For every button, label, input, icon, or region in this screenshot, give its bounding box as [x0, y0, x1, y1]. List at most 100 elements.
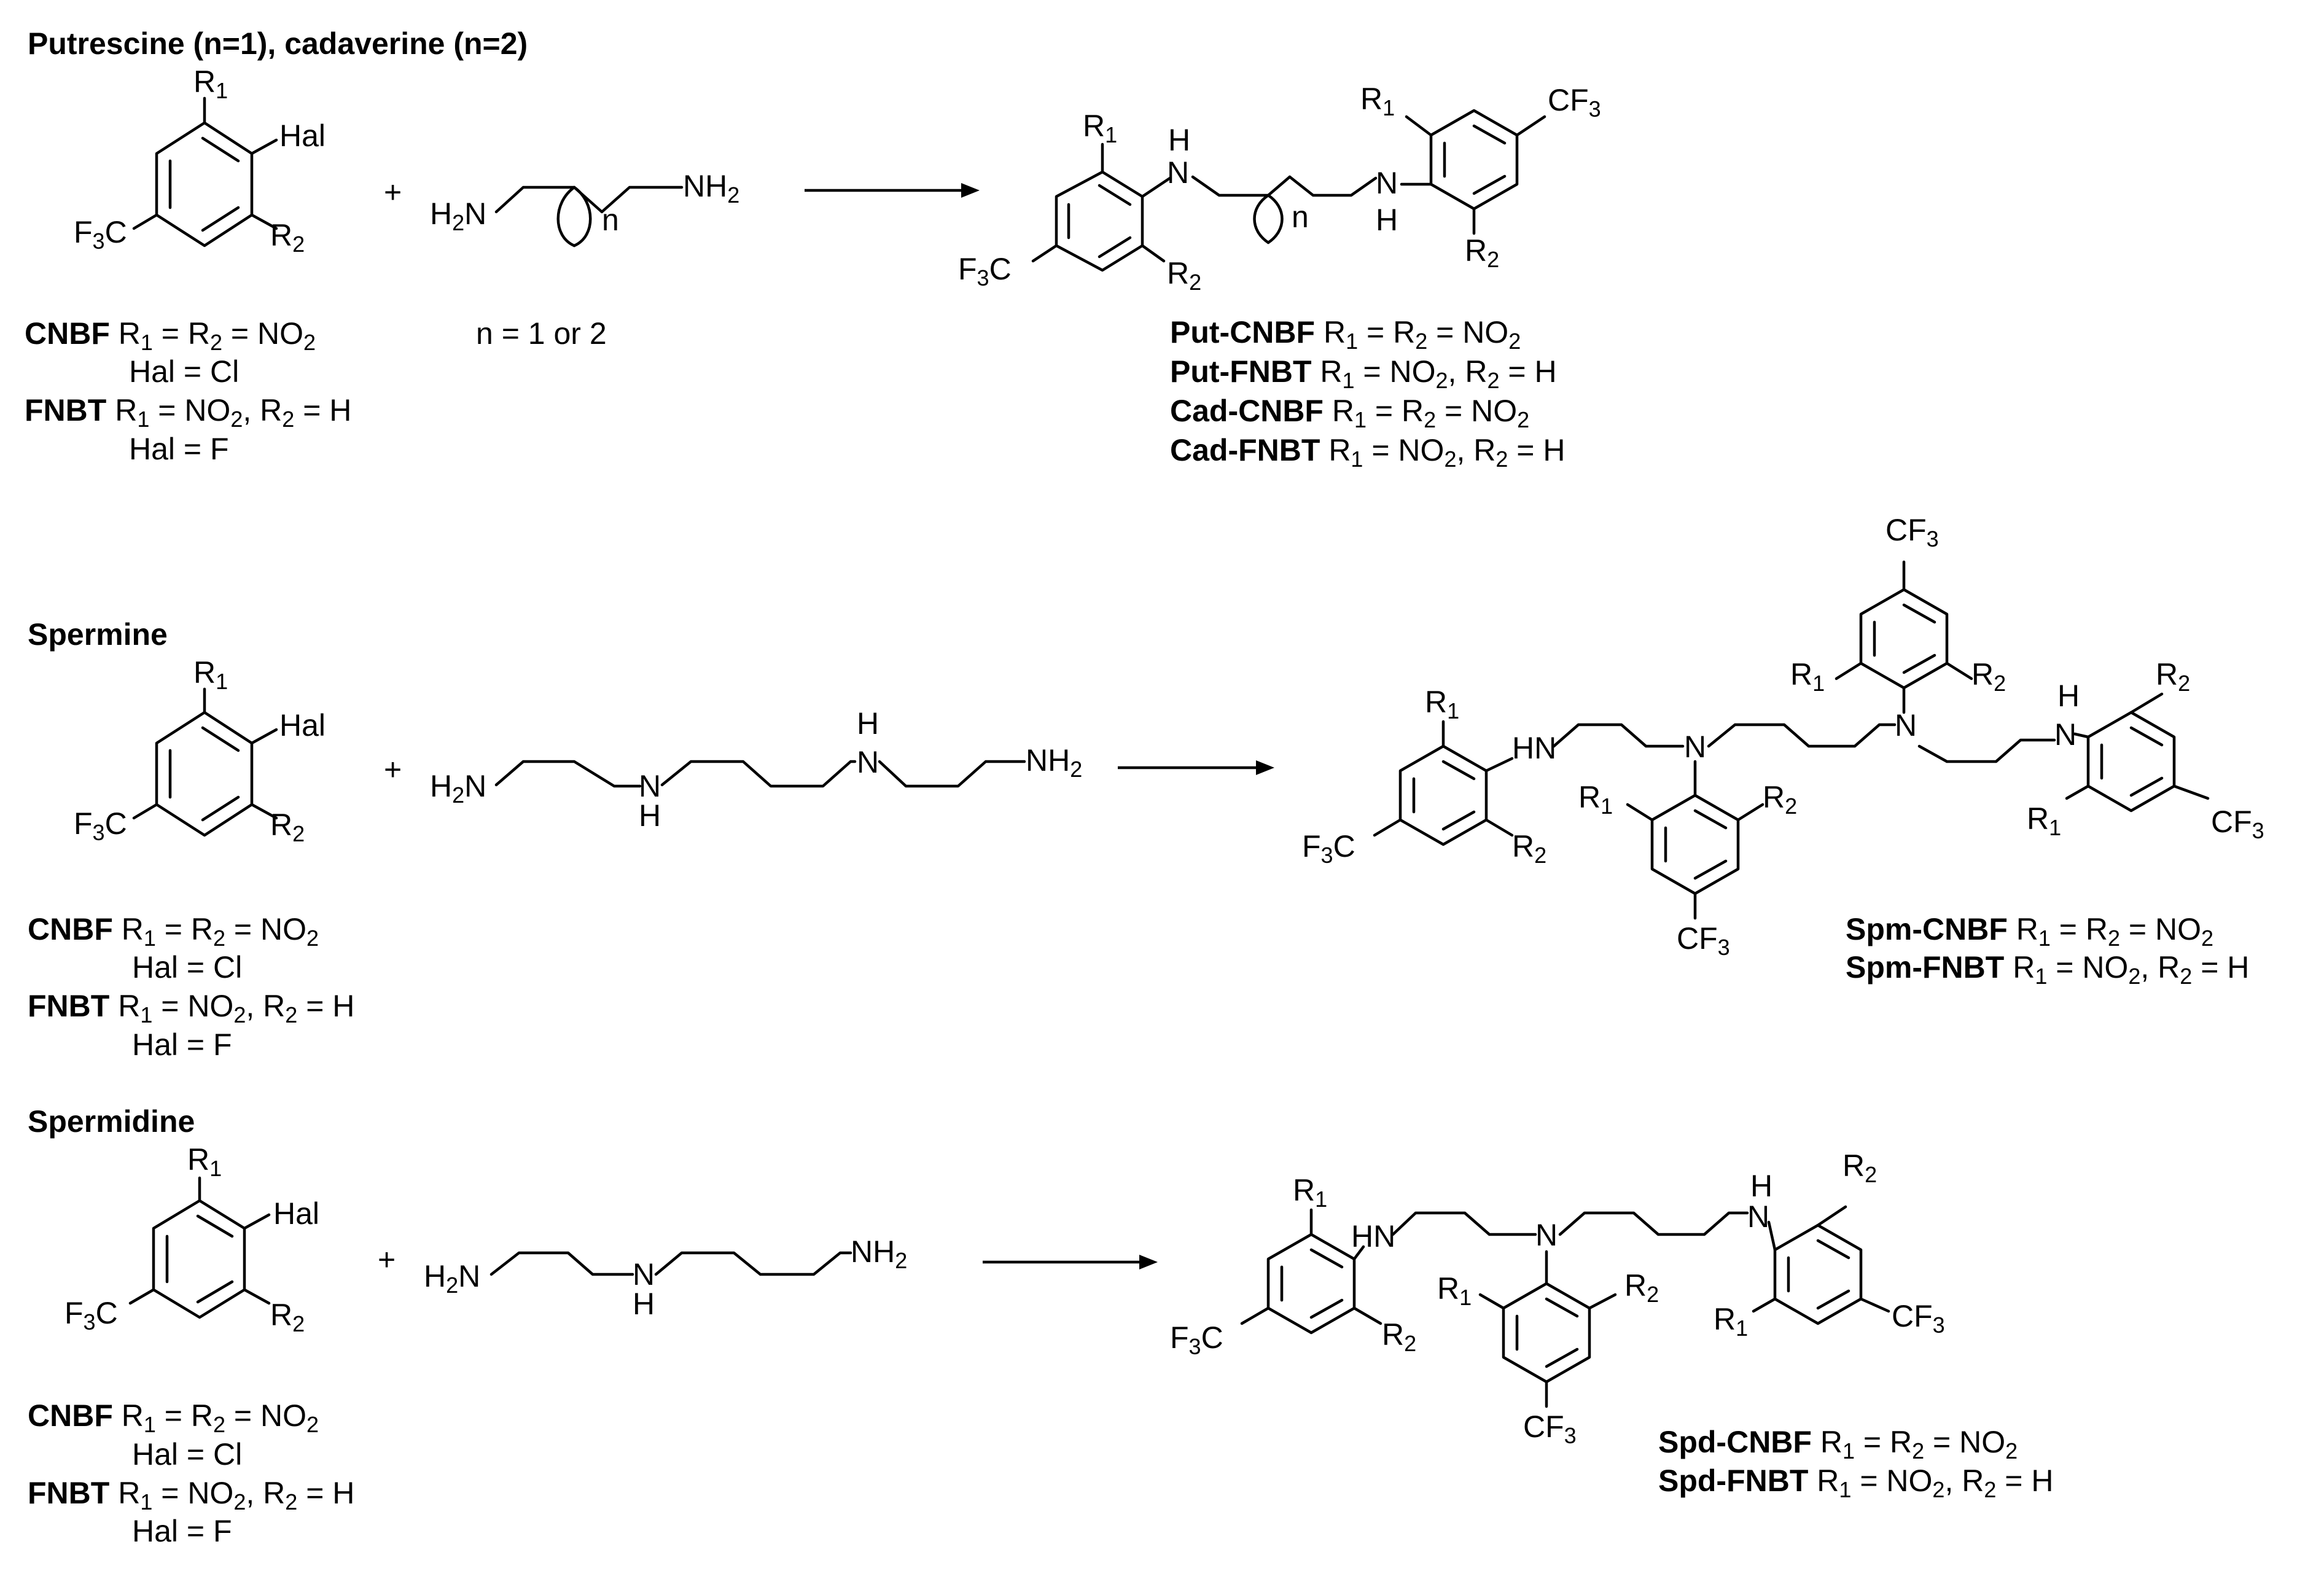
- svg-text:CF3: CF3: [1677, 921, 1730, 960]
- plus-sign-3: +: [378, 1242, 396, 1277]
- svg-text:FNBT R1 = NO2, R2 = H: FNBT R1 = NO2, R2 = H: [28, 1476, 354, 1514]
- p1-nh-n: N: [1167, 155, 1189, 190]
- svg-text:FNBT R1 = NO2, R2 = H: FNBT R1 = NO2, R2 = H: [28, 989, 354, 1027]
- svg-text:R1: R1: [193, 655, 228, 694]
- svg-text:Hal = Cl: Hal = Cl: [129, 354, 239, 389]
- svg-text:R1: R1: [1425, 685, 1459, 723]
- arrowhead-2: [1256, 760, 1274, 775]
- svg-text:R1: R1: [1293, 1173, 1327, 1212]
- svg-text:Cad-CNBF R1 = R2 = NO2: Cad-CNBF R1 = R2 = NO2: [1170, 394, 1529, 432]
- reagent-legend-3: CNBF R1 = R2 = NO2 Hal = Cl FNBT R1 = NO…: [28, 1398, 354, 1548]
- svg-text:Hal: Hal: [279, 708, 326, 743]
- svg-text:R2: R2: [1382, 1317, 1416, 1356]
- section-title-spermine: Spermine: [28, 617, 168, 652]
- svg-text:F3C: F3C: [64, 1296, 118, 1335]
- svg-text:R2: R2: [2156, 657, 2190, 696]
- svg-text:R2: R2: [1512, 829, 1546, 868]
- p1-nh-h: H: [1168, 123, 1190, 157]
- svg-text:F3C: F3C: [74, 806, 127, 845]
- reagent-aryl-halide-1: R1 Hal R2 F3C: [74, 64, 326, 257]
- section-title-spermidine: Spermidine: [28, 1104, 195, 1139]
- svg-text:N: N: [1535, 1218, 1558, 1252]
- svg-text:N: N: [1895, 708, 1917, 743]
- svg-text:Spd-CNBF R1 = R2 = NO2: Spd-CNBF R1 = R2 = NO2: [1658, 1425, 2018, 1464]
- p1-nh2-n: N: [1376, 166, 1398, 200]
- svg-text:H2N: H2N: [424, 1259, 480, 1298]
- svg-text:CNBF R1 = R2 = NO2: CNBF R1 = R2 = NO2: [25, 316, 316, 355]
- product-legend-3: Spd-CNBF R1 = R2 = NO2 Spd-FNBT R1 = NO2…: [1658, 1425, 2053, 1502]
- svg-text:F3C: F3C: [1302, 829, 1355, 868]
- p1-cf3: F3C: [958, 252, 1012, 290]
- p1-r2: R2: [1167, 256, 1201, 295]
- p1-r1: R1: [1083, 109, 1117, 147]
- svg-text:HN: HN: [1512, 731, 1556, 765]
- svg-text:N: N: [2054, 717, 2076, 752]
- svg-text:Cad-FNBT R1 = NO2, R2 = H: Cad-FNBT R1 = NO2, R2 = H: [1170, 433, 1566, 472]
- svg-text:Spm-CNBF R1 = R2 = NO2: Spm-CNBF R1 = R2 = NO2: [1846, 912, 2213, 951]
- svg-text:R2: R2: [1971, 657, 2006, 696]
- svg-text:R2: R2: [1842, 1148, 1877, 1187]
- svg-text:R1: R1: [1578, 780, 1613, 819]
- cf3-label: F3C: [74, 215, 127, 254]
- svg-text:H: H: [2057, 679, 2080, 713]
- svg-text:N: N: [633, 1257, 655, 1292]
- hal-label: Hal: [279, 119, 326, 153]
- svg-text:Hal = Cl: Hal = Cl: [132, 950, 242, 984]
- product-legend-1: Put-CNBF R1 = R2 = NO2 Put-FNBT R1 = NO2…: [1170, 315, 1566, 472]
- svg-text:R2: R2: [1763, 780, 1797, 819]
- svg-text:CNBF R1 = R2 = NO2: CNBF R1 = R2 = NO2: [28, 1398, 319, 1437]
- svg-text:N: N: [1684, 730, 1706, 764]
- svg-text:R2: R2: [270, 1298, 305, 1336]
- arrowhead-1: [961, 183, 980, 198]
- svg-text:Hal = F: Hal = F: [129, 432, 229, 466]
- svg-text:HN: HN: [1351, 1219, 1395, 1253]
- p1-nh2-h: H: [1376, 203, 1398, 237]
- svg-text:N: N: [639, 769, 661, 803]
- svg-text:R1: R1: [1714, 1302, 1748, 1341]
- svg-text:R1: R1: [1437, 1271, 1472, 1310]
- svg-text:Hal: Hal: [273, 1196, 319, 1231]
- product-spermidine: R1 R2 F3C HN N R1 R2 CF3 H N R2 R1 CF3: [1170, 1148, 1945, 1448]
- svg-text:CF3: CF3: [1523, 1409, 1577, 1448]
- reagent-diamine-1: H2N n NH2 n = 1 or 2: [430, 169, 739, 351]
- p1-n-index: n: [1292, 200, 1309, 234]
- svg-text:N: N: [1747, 1199, 1769, 1234]
- reagent-legend-1: CNBF R1 = R2 = NO2 Hal = Cl FNBT R1 = NO…: [25, 316, 351, 466]
- svg-text:FNBT R1 = NO2, R2 = H: FNBT R1 = NO2, R2 = H: [25, 393, 351, 432]
- svg-text:Put-CNBF R1 = R2 = NO2: Put-CNBF R1 = R2 = NO2: [1170, 315, 1521, 354]
- plus-sign-2: +: [384, 752, 402, 787]
- svg-text:H: H: [857, 706, 879, 741]
- svg-text:N: N: [857, 745, 879, 779]
- amine-h2n-label: H2N: [430, 197, 486, 235]
- svg-text:Spd-FNBT R1 = NO2, R2 = H: Spd-FNBT R1 = NO2, R2 = H: [1658, 1464, 2053, 1502]
- svg-text:R1: R1: [1790, 657, 1825, 696]
- svg-text:R1: R1: [187, 1142, 222, 1181]
- p1-cf3b: CF3: [1548, 83, 1601, 122]
- svg-text:R2: R2: [270, 808, 305, 846]
- svg-text:CF3: CF3: [1892, 1299, 1945, 1338]
- arrowhead-3: [1139, 1255, 1158, 1269]
- product-spermine: R1 R2 F3C HN N R1 R2 CF3 N CF3 R1 R2: [1302, 513, 2264, 960]
- svg-text:CF3: CF3: [1885, 513, 1939, 552]
- svg-text:H: H: [639, 798, 661, 833]
- p1-r1b: R1: [1360, 82, 1395, 120]
- svg-text:Spm-FNBT R1 = NO2, R2 = H: Spm-FNBT R1 = NO2, R2 = H: [1846, 950, 2249, 989]
- svg-text:R1: R1: [2027, 801, 2061, 840]
- reagent-aryl-halide-2: R1 Hal R2 F3C: [74, 655, 326, 846]
- svg-text:H: H: [1750, 1169, 1772, 1203]
- n-note: n = 1 or 2: [476, 316, 607, 351]
- svg-text:CF3: CF3: [2211, 805, 2264, 843]
- reagent-legend-2: CNBF R1 = R2 = NO2 Hal = Cl FNBT R1 = NO…: [28, 912, 354, 1062]
- amine-nh2-label: NH2: [683, 169, 739, 208]
- n-index-label: n: [602, 203, 619, 237]
- plus-sign: +: [384, 175, 402, 209]
- svg-text:Hal = Cl: Hal = Cl: [132, 1437, 242, 1472]
- reagent-spermidine: H2N N H NH2: [424, 1234, 907, 1321]
- product-put-cad: R1 R2 F3C H N n N H R1 CF3 R2: [958, 82, 1601, 295]
- svg-text:Hal = F: Hal = F: [132, 1027, 232, 1062]
- product-legend-2: Spm-CNBF R1 = R2 = NO2 Spm-FNBT R1 = NO2…: [1846, 912, 2249, 989]
- svg-text:Hal = F: Hal = F: [132, 1514, 232, 1548]
- reagent-spermine: H2N N H H N NH2: [430, 706, 1082, 833]
- svg-text:F3C: F3C: [1170, 1320, 1223, 1359]
